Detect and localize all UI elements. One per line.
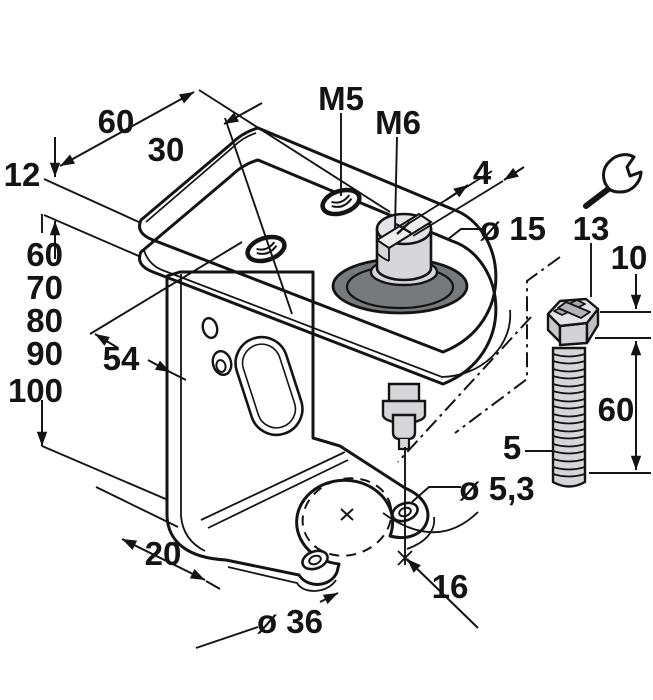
bracket-hole-countersunk [211,349,233,377]
wrench-icon [583,153,643,209]
label-height-80: 80 [26,302,63,339]
bracket-foot-thickness [227,516,436,592]
label-slot-width: 4 [473,154,492,191]
label-hole-spacing-top: 30 [148,131,185,168]
plate-top-face [138,126,498,354]
label-wrench-size: 13 [573,210,610,247]
label-screw-ref: 5 [503,429,521,466]
bracket-flange-bend [180,274,206,552]
plate-hole-m5-right [320,187,362,217]
mounting-bracket [165,270,479,592]
boss-slot [375,212,433,250]
stud-axis-centerline [397,316,532,463]
bracket-fold-lines [200,451,349,529]
plate-chamfer-line [143,249,512,378]
plate-hole-m5-left [245,234,287,264]
screw-head [546,297,600,347]
reference-arc [382,511,479,534]
foot-hole-left [301,549,329,571]
dimension-labels: 60 30 12 M5 M6 4 ø 15 13 10 60 70 80 90 … [4,80,648,640]
leader-dia53 [411,486,461,503]
label-boss-diameter: ø 15 [480,210,546,247]
label-foot-hole-diameter: ø 5,3 [459,470,534,507]
label-thread-m6: M6 [375,104,421,141]
screw-head-slot-2 [557,301,591,319]
label-thread-m5: M5 [318,80,364,117]
label-hole-offset: 16 [432,568,469,605]
bracket-slot [234,335,304,437]
circle-center-tick [340,508,354,521]
bracket-body [165,270,430,586]
bracket-hole-small [201,316,219,340]
label-screw-length: 60 [598,391,635,428]
dimension-lines [36,91,642,629]
label-bracket-depth: 54 [103,340,140,377]
plate-edge-highlight [145,132,257,223]
label-height-60: 60 [26,236,63,273]
label-cutout-diameter: ø 36 [257,603,323,640]
mounting-plate [138,126,512,451]
label-head-height: 10 [611,239,648,276]
stud-tip [381,382,427,451]
label-foot-width: 20 [145,535,182,572]
label-height-70: 70 [26,269,63,306]
mounting-screw [546,297,600,488]
label-height-90: 90 [26,335,63,372]
label-plate-length: 60 [98,103,135,140]
leader-dia15 [446,228,484,241]
screw-axis-centerline [454,256,561,434]
label-height-100: 100 [8,372,63,409]
screw-threads [552,353,586,478]
plate-bottom-face [138,158,498,386]
label-plate-thickness: 12 [4,156,41,193]
cutout-reference-circle [301,477,393,557]
plate-boss-m6 [331,212,469,315]
extension-lines [41,89,651,649]
